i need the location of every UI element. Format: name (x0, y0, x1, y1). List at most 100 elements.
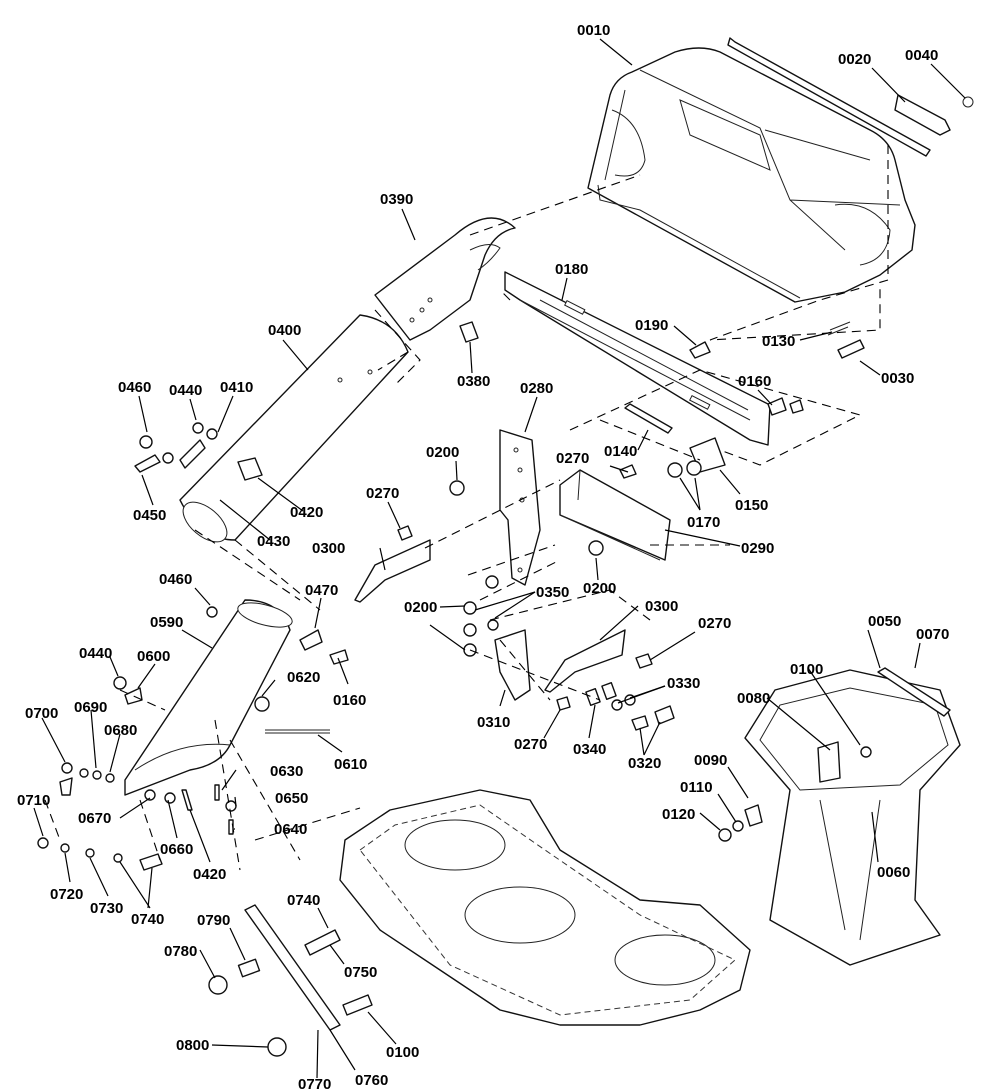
label-0690: 0690 (74, 699, 107, 716)
label-0130: 0130 (762, 333, 795, 350)
label-0080: 0080 (737, 690, 770, 707)
grass-bag-0060 (744, 669, 961, 966)
label-0310: 0310 (477, 714, 510, 731)
label-0200-b: 0200 (583, 580, 616, 597)
label-0770: 0770 (298, 1076, 331, 1089)
label-0300-a: 0300 (312, 540, 345, 557)
label-0430: 0430 (257, 533, 290, 550)
rod-0020 (727, 37, 974, 157)
chute-0390 (374, 217, 516, 343)
label-0020: 0020 (838, 51, 871, 68)
label-0700: 0700 (25, 705, 58, 722)
label-0110: 0110 (680, 779, 713, 796)
assembly-lines (44, 145, 889, 871)
label-0300-b: 0300 (645, 598, 678, 615)
label-0170: 0170 (687, 514, 720, 531)
bag-hardware (718, 746, 872, 842)
label-0320: 0320 (628, 755, 661, 772)
label-0180: 0180 (555, 261, 588, 278)
label-0470: 0470 (305, 582, 338, 599)
label-0780: 0780 (164, 943, 197, 960)
label-0710: 0710 (17, 792, 50, 809)
pin-0130 (827, 321, 851, 336)
hopper-lid-0010 (587, 47, 916, 303)
label-0410: 0410 (220, 379, 253, 396)
label-0450: 0450 (133, 507, 166, 524)
label-0350: 0350 (536, 584, 569, 601)
handle-0080 (817, 741, 841, 783)
label-0200-c: 0200 (404, 599, 437, 616)
latch-hardware-bottom (37, 606, 349, 871)
label-0800: 0800 (176, 1037, 209, 1054)
label-0620: 0620 (287, 669, 320, 686)
lower-chute-0590 (124, 599, 293, 796)
bracket-0300a (354, 539, 431, 603)
label-0140: 0140 (604, 443, 637, 460)
label-0420-top: 0420 (290, 504, 323, 521)
deck-hardware (208, 929, 373, 1057)
label-0460-top: 0460 (118, 379, 151, 396)
label-0100-deck: 0100 (386, 1044, 419, 1061)
label-0740-left: 0740 (131, 911, 164, 928)
label-0280: 0280 (520, 380, 553, 397)
label-0010: 0010 (577, 22, 610, 39)
label-0740-right: 0740 (287, 892, 320, 909)
bar-0070 (877, 667, 951, 717)
label-0270-b: 0270 (366, 485, 399, 502)
plate-0290 (559, 469, 671, 561)
label-0730: 0730 (90, 900, 123, 917)
label-0720: 0720 (50, 886, 83, 903)
label-0040: 0040 (905, 47, 938, 64)
label-0050: 0050 (868, 613, 901, 630)
nuts-0170 (667, 460, 702, 478)
label-0790: 0790 (197, 912, 230, 929)
label-0670: 0670 (78, 810, 111, 827)
label-0270-c: 0270 (698, 615, 731, 632)
label-0200-a: 0200 (426, 444, 459, 461)
label-0440-bottom: 0440 (79, 645, 112, 662)
leader-lines (33, 38, 966, 1079)
bolt-0160 (767, 397, 804, 416)
label-0270-d: 0270 (514, 736, 547, 753)
bolt-0190 (689, 341, 711, 359)
label-0440-top: 0440 (169, 382, 202, 399)
label-0610: 0610 (334, 756, 367, 773)
label-0380: 0380 (457, 373, 490, 390)
label-0750: 0750 (344, 964, 377, 981)
label-0590: 0590 (150, 614, 183, 631)
label-0340: 0340 (573, 741, 606, 758)
latch-hardware-top (134, 422, 218, 473)
part-labels: 0010 0020 0040 0390 0180 0400 0190 0130 … (17, 22, 949, 1089)
label-0630: 0630 (270, 763, 303, 780)
bracket-0310 (494, 629, 531, 701)
label-0030: 0030 (881, 370, 914, 387)
label-0270-a: 0270 (556, 450, 589, 467)
bolt-0030 (837, 339, 865, 359)
mower-deck (339, 789, 751, 1026)
label-0330: 0330 (667, 675, 700, 692)
label-0060: 0060 (877, 864, 910, 881)
label-0650: 0650 (275, 790, 308, 807)
label-0420-bottom: 0420 (193, 866, 226, 883)
bar-0180 (504, 271, 771, 446)
label-0760: 0760 (355, 1072, 388, 1089)
label-0640: 0640 (274, 821, 307, 838)
label-0120: 0120 (662, 806, 695, 823)
label-0160-top: 0160 (738, 373, 771, 390)
label-0100-bag: 0100 (790, 661, 823, 678)
label-0070: 0070 (916, 626, 949, 643)
label-0150: 0150 (735, 497, 768, 514)
label-0190: 0190 (635, 317, 668, 334)
label-0390: 0390 (380, 191, 413, 208)
label-0680: 0680 (104, 722, 137, 739)
label-0400: 0400 (268, 322, 301, 339)
label-0600: 0600 (137, 648, 170, 665)
bracket-0300b (544, 629, 626, 693)
label-0290: 0290 (741, 540, 774, 557)
blade-0790 (244, 904, 341, 1031)
label-0660: 0660 (160, 841, 193, 858)
rod-0140 (624, 403, 673, 434)
label-0090: 0090 (694, 752, 727, 769)
label-0460-bottom: 0460 (159, 571, 192, 588)
